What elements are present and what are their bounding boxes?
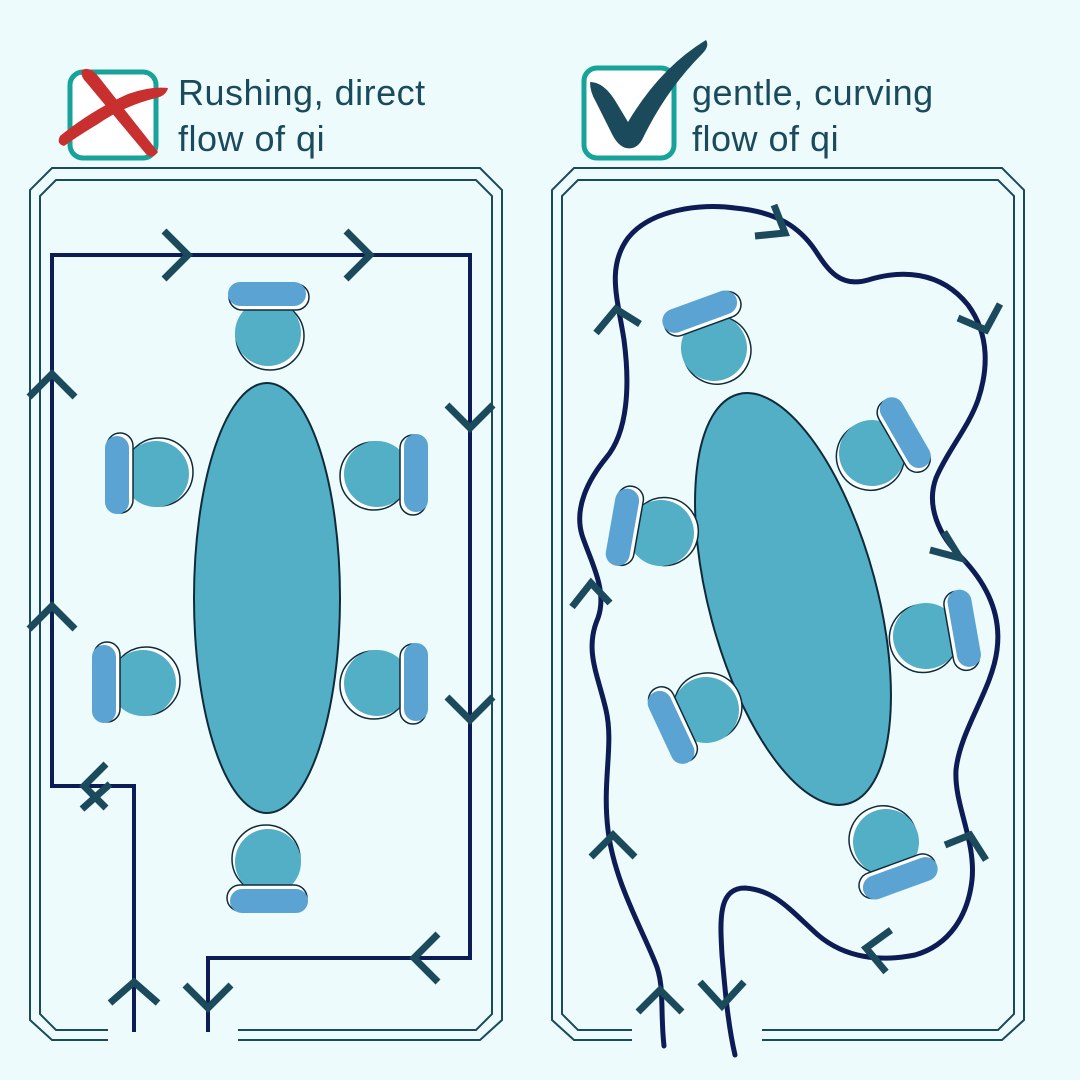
arrow-icon xyxy=(593,304,642,336)
arrow-icon xyxy=(161,228,193,282)
arrow-icon xyxy=(588,830,638,860)
caption-line: Rushing, direct xyxy=(178,72,426,113)
chair xyxy=(881,587,985,684)
caption-gentle-flow: gentle, curving flow of qi xyxy=(692,70,934,162)
arrow-icon xyxy=(929,530,968,564)
arrow-icon xyxy=(26,369,78,400)
badge-left xyxy=(58,68,168,161)
arrow-icon xyxy=(444,694,496,725)
dining-table-right xyxy=(694,392,892,806)
chair xyxy=(339,433,429,516)
arrow-icon xyxy=(569,577,613,610)
arrow-icon xyxy=(635,985,685,1015)
dining-table-left xyxy=(193,382,341,814)
arrow-icon xyxy=(754,203,790,240)
arrow-icon xyxy=(107,977,161,1006)
flow-arrows-left xyxy=(26,228,496,1013)
room-outline-right xyxy=(551,167,1025,1041)
right-panel xyxy=(551,40,1025,1058)
arrow-icon xyxy=(182,982,234,1013)
flow-arrows-right xyxy=(569,203,1004,1015)
chair xyxy=(227,281,310,371)
arrow-icon xyxy=(956,302,1004,335)
arrow-icon xyxy=(409,931,441,985)
direct-flow-path xyxy=(50,253,472,1032)
caption-line: gentle, curving xyxy=(692,72,934,113)
badge-right xyxy=(581,40,708,161)
chair xyxy=(91,641,181,724)
left-panel xyxy=(26,68,503,1041)
red-cross-icon xyxy=(58,68,168,157)
chair xyxy=(834,792,942,905)
chair xyxy=(104,432,194,515)
arrow-icon xyxy=(343,228,375,282)
curving-flow-path xyxy=(577,204,1001,1058)
chair xyxy=(226,824,309,914)
chair xyxy=(339,642,429,725)
arrow-icon xyxy=(697,979,747,1012)
caption-rushing-flow: Rushing, direct flow of qi xyxy=(178,70,426,162)
arrow-icon xyxy=(860,927,894,975)
arrow-icon xyxy=(26,601,78,632)
room-outline-left xyxy=(29,167,503,1041)
chair xyxy=(603,483,706,580)
chair xyxy=(658,285,766,398)
arrow-icon xyxy=(943,830,989,862)
arrow-icon xyxy=(444,402,496,433)
caption-line: flow of qi xyxy=(178,118,326,159)
check-mark-icon xyxy=(590,40,708,149)
arrow-icon xyxy=(79,761,109,811)
caption-line: flow of qi xyxy=(692,118,840,159)
